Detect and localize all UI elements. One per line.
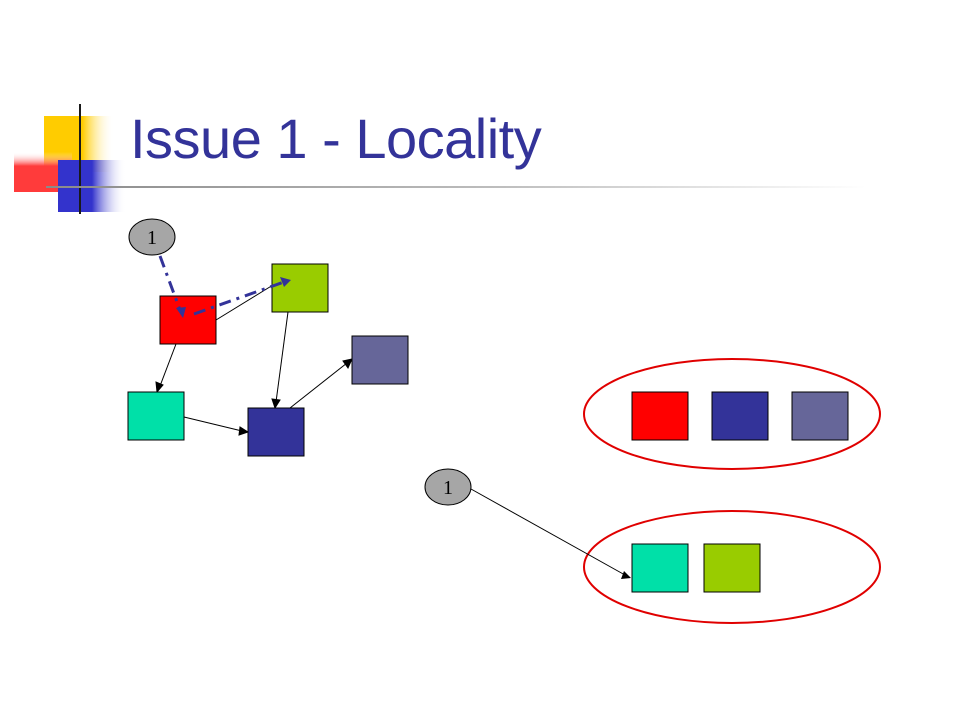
dashed-arrowhead-red xyxy=(176,307,186,318)
arrowhead-teal-to-navy xyxy=(238,426,250,436)
group-red-square xyxy=(631,391,689,441)
group-slate-square xyxy=(791,391,849,441)
arrowhead-pointer-to-group xyxy=(621,571,631,579)
edge-navy-to-slate xyxy=(289,362,348,409)
node-slate-square xyxy=(351,335,409,385)
group-ellipse-bottom xyxy=(583,510,881,624)
group-navy-square xyxy=(711,391,769,441)
title-underline xyxy=(46,186,866,188)
group-teal-square xyxy=(631,543,689,593)
dashed-edge-red-to-green xyxy=(193,280,285,316)
group-green-square xyxy=(703,543,761,593)
arrowhead-green-to-navy xyxy=(271,398,281,410)
edge-green-to-navy xyxy=(275,311,289,403)
pointer-node-bottom-label: 1 xyxy=(443,477,453,499)
corner-decoration xyxy=(14,104,126,214)
arrowhead-navy-to-slate xyxy=(342,358,353,370)
node-green-square xyxy=(271,263,329,313)
edge-pointer-to-group xyxy=(470,488,626,576)
dashed-traversal-path xyxy=(158,255,285,316)
dashed-arrowhead-green xyxy=(280,277,291,287)
arrowhead-red-to-teal xyxy=(155,381,164,394)
node-red-square xyxy=(159,295,217,345)
linked-structure: 1 xyxy=(127,218,409,457)
pointer-node-bottom xyxy=(424,468,472,506)
pointer-node-top-label: 1 xyxy=(147,227,157,249)
edge-red-to-teal xyxy=(159,343,177,387)
node-navy-square xyxy=(247,407,305,457)
node-teal-square xyxy=(127,391,185,441)
slide-title: Issue 1 - Locality xyxy=(130,107,542,170)
edge-teal-to-navy xyxy=(183,416,243,432)
dashed-edge-start-to-red xyxy=(158,255,182,311)
pointer-node-top xyxy=(128,218,176,256)
group-ellipse-top xyxy=(583,358,881,470)
grouped-layout: 1 xyxy=(424,358,881,624)
